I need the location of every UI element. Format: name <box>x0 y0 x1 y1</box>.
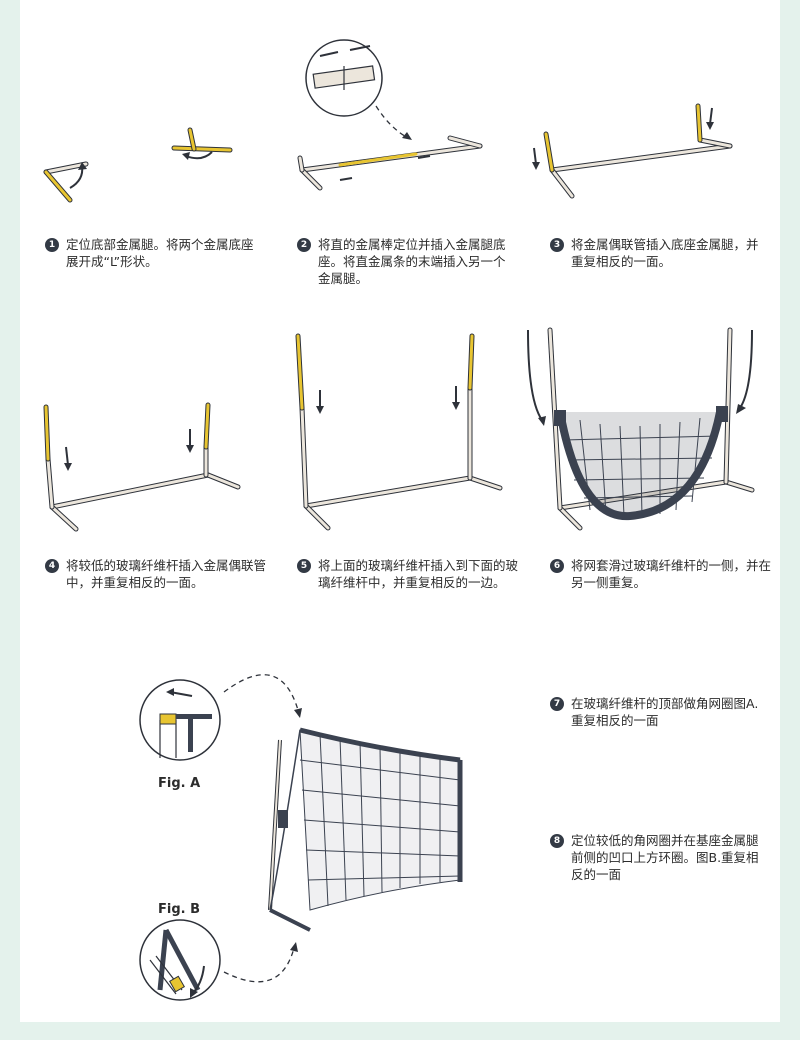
step-8-text: 定位较低的角网圈并在基座金属腿前侧的凹口上方环圈。图B.重复相反的一面 <box>571 833 759 882</box>
step-5: 5 将上面的玻璃纤维杆插入到下面的玻璃纤维杆中，并重复相反的一边。 <box>297 557 522 591</box>
step-5-text: 将上面的玻璃纤维杆插入到下面的玻璃纤维杆中，并重复相反的一边。 <box>318 558 519 590</box>
step-7-text: 在玻璃纤维杆的顶部做角网圈图A.重复相反的一面 <box>571 696 759 728</box>
step-1: 1 定位底部金属腿。将两个金属底座展开成“L”形状。 <box>45 236 260 270</box>
step-6-number: 6 <box>550 559 564 573</box>
step-7: 7 在玻璃纤维杆的顶部做角网圈图A.重复相反的一面 <box>550 695 770 729</box>
step-5-number: 5 <box>297 559 311 573</box>
step-5-illustration <box>295 333 503 531</box>
step-7-number: 7 <box>550 697 564 711</box>
figure-b-label: Fig. B <box>158 902 201 917</box>
step-4-illustration <box>43 402 241 532</box>
step-3: 3 将金属偶联管插入底座金属腿，并重复相反的一面。 <box>550 236 770 270</box>
step-3-number: 3 <box>550 238 564 252</box>
figure-a-label: Fig. A <box>158 776 201 791</box>
step-1-illustration <box>43 127 233 203</box>
step-2-number: 2 <box>297 238 311 252</box>
step-8-number: 8 <box>550 834 564 848</box>
step-4-number: 4 <box>45 559 59 573</box>
step-2: 2 将直的金属棒定位并插入金属腿底座。将直金属条的末端插入另一个金属腿。 <box>297 236 517 287</box>
final-goal-illustration <box>139 674 463 1001</box>
step-2-illustration <box>297 39 483 191</box>
step-4: 4 将较低的玻璃纤维杆插入金属偶联管中，并重复相反的一面。 <box>45 557 270 591</box>
step-6-text: 将网套滑过玻璃纤维杆的一侧，并在另一侧重复。 <box>571 558 772 590</box>
step-3-text: 将金属偶联管插入底座金属腿，并重复相反的一面。 <box>571 237 759 269</box>
step-1-number: 1 <box>45 238 59 252</box>
step-6: 6 将网套滑过玻璃纤维杆的一侧，并在另一侧重复。 <box>550 557 772 591</box>
step-8: 8 定位较低的角网圈并在基座金属腿前侧的凹口上方环圈。图B.重复相反的一面 <box>550 832 770 883</box>
step-6-illustration <box>527 327 755 531</box>
step-1-text: 定位底部金属腿。将两个金属底座展开成“L”形状。 <box>66 237 254 269</box>
step-3-illustration <box>532 103 733 199</box>
step-2-text: 将直的金属棒定位并插入金属腿底座。将直金属条的末端插入另一个金属腿。 <box>318 237 506 286</box>
step-4-text: 将较低的玻璃纤维杆插入金属偶联管中，并重复相反的一面。 <box>66 558 267 590</box>
